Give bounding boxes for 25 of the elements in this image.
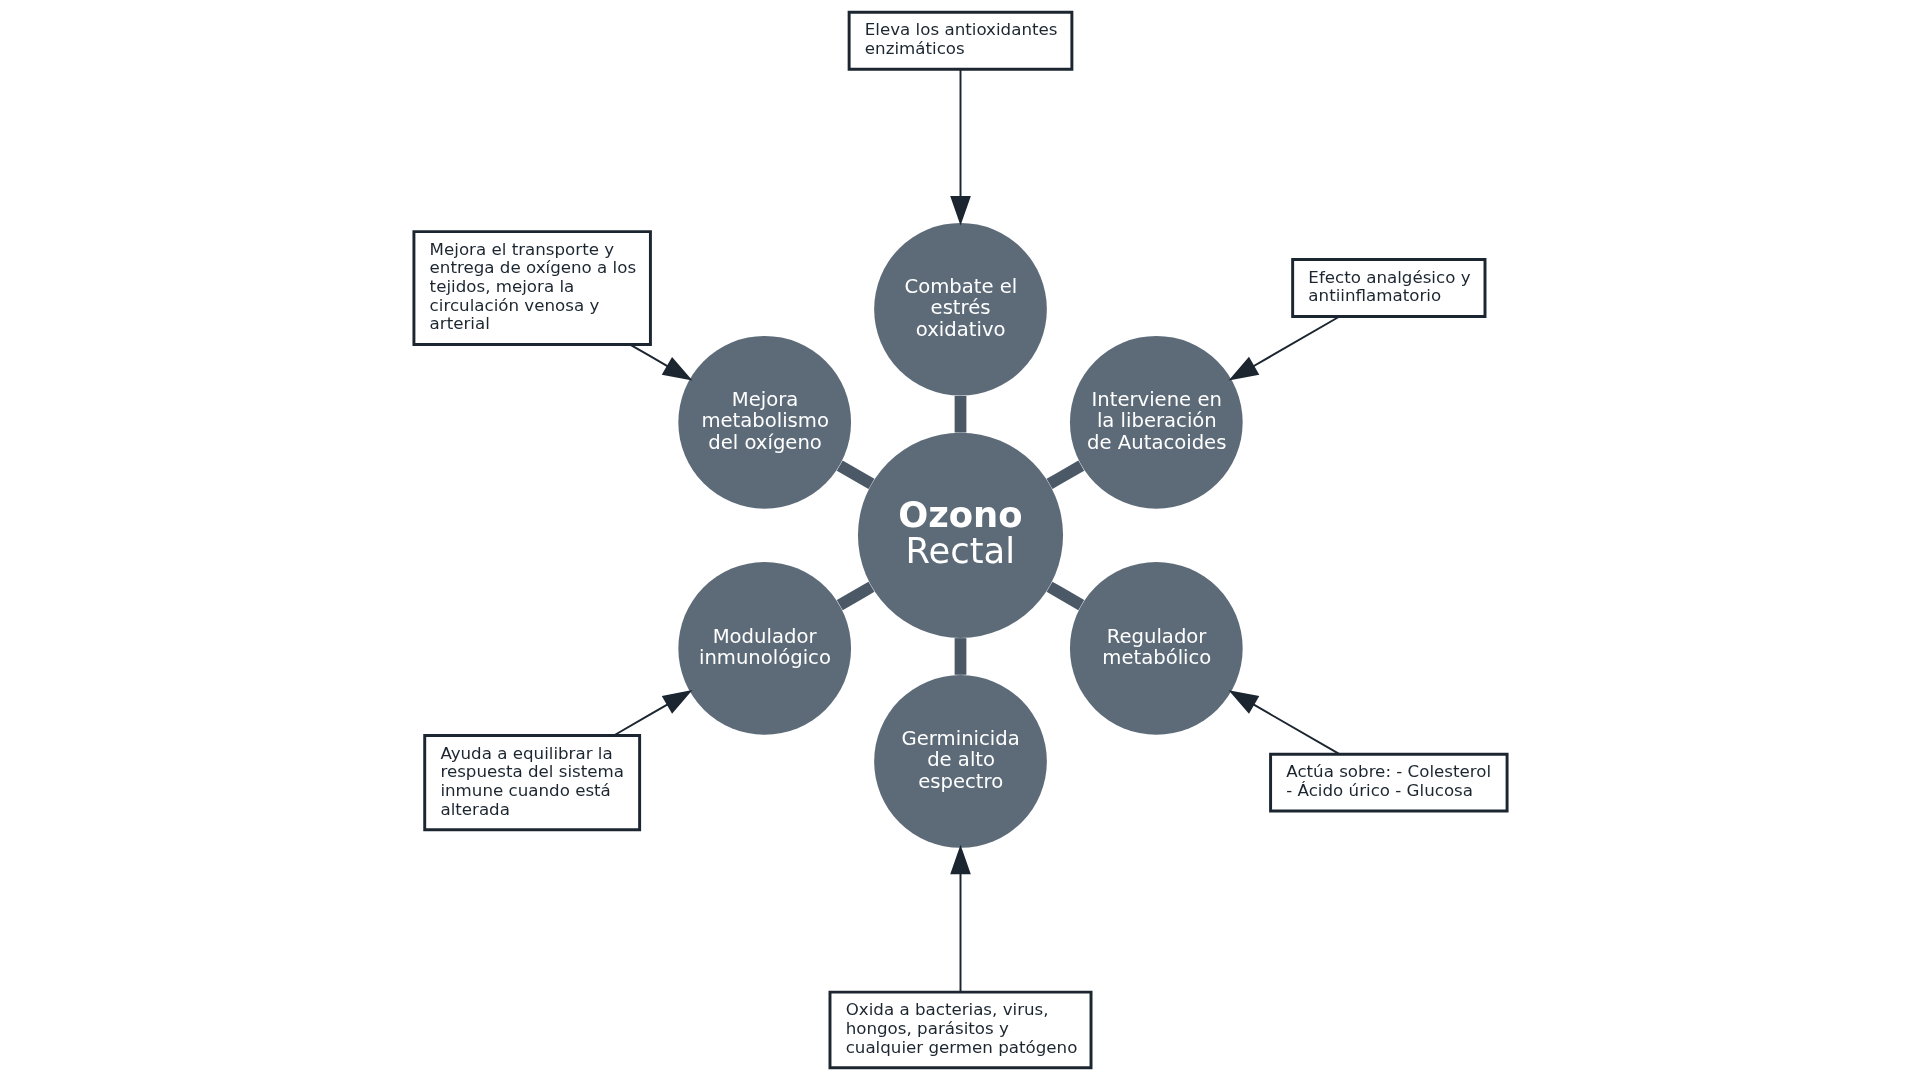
arrow	[949, 68, 971, 226]
arrow	[949, 844, 971, 993]
node-box: Ayuda a equilibrar la respuesta del sistema inmune cuando está alterada	[422, 734, 641, 832]
node-circle: Mejora metabolismo del oxígeno	[677, 335, 851, 509]
node-circle: Modulador inmunológico	[677, 562, 851, 735]
connector	[1046, 581, 1084, 611]
node-box: Eleva los antioxidantes enzimáticos	[847, 10, 1073, 71]
connector	[836, 581, 874, 611]
connector	[836, 460, 874, 490]
arrow	[628, 343, 692, 381]
node-circle: Interviene en la liberación de Autacoides	[1069, 335, 1243, 509]
node-box: Oxida a bacterias, virus, hongos, parásitos y cualquier germen patógeno	[828, 990, 1092, 1070]
node-circle: Regulador metabólico	[1069, 562, 1243, 735]
node-circle: Germinicida de alto espectro	[873, 675, 1047, 848]
arrow	[1228, 315, 1340, 381]
arrow	[612, 690, 692, 737]
node-circle: Combate el estrés oxidativo	[873, 222, 1047, 396]
connector	[1046, 460, 1084, 490]
node-box: Actúa sobre: - Colesterol - Ácido úrico - Glucosa	[1268, 752, 1509, 813]
connector	[954, 395, 966, 433]
arrow	[1228, 690, 1340, 756]
node-circle: Ozono Rectal	[857, 432, 1063, 638]
node-box: Efecto analgésico y antiinflamatorio	[1290, 258, 1486, 318]
node-box: Mejora el transporte y entrega de oxígeno a los tejidos, mejora la circulación venosa y arterial	[411, 230, 652, 346]
connector	[954, 638, 966, 675]
